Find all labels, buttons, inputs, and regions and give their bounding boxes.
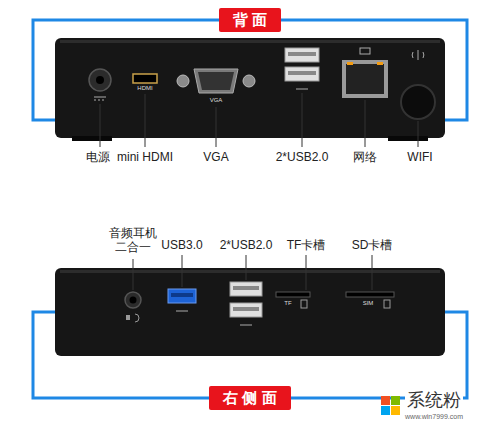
port-label: 音频耳机 二合一 [106,226,160,255]
port-label: 电源 [86,150,110,164]
leader-line [133,255,372,290]
port-marking: SIM [363,300,374,307]
title-tab: 背 面 [219,8,281,32]
leader-line [100,93,418,147]
port-marking: VGA [210,97,223,104]
tab-title: 右 侧 面 [223,389,276,407]
watermark-url: www.win7999.com [403,413,465,421]
port-label: VGA [203,150,228,164]
port-label: 网络 [353,150,377,164]
tab-title: 背 面 [233,11,267,29]
port-label: 2*USB2.0 [276,150,329,164]
port-label: TF卡槽 [287,238,326,252]
port-label: WIFI [407,150,432,164]
title-tab: 右 侧 面 [209,386,290,410]
back-panel [55,38,445,141]
side-panel [55,268,445,356]
watermark: 系统粉 [405,390,463,412]
bracket [33,20,467,398]
port-label: SD卡槽 [352,238,393,252]
port-label: 2*USB2.0 [220,238,273,252]
port-marking: HDMI [137,85,152,92]
port-label: USB3.0 [161,238,202,252]
windows-logo [381,396,400,415]
port-label: mini HDMI [117,150,173,164]
port-marking: TF [284,300,291,307]
